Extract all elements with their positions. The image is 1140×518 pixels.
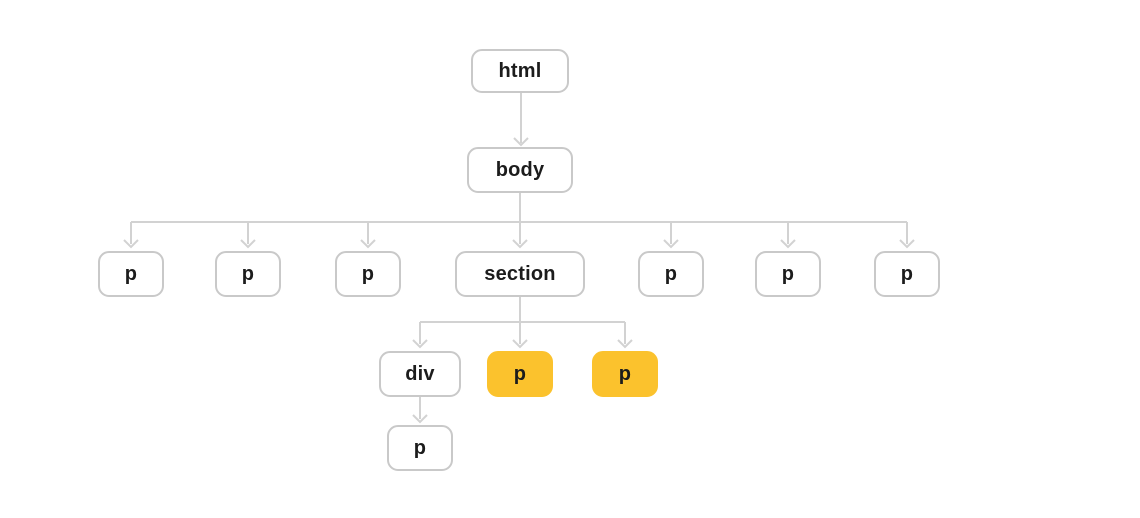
- node-p-highlighted-1: p: [487, 351, 553, 397]
- arrowhead: [513, 137, 529, 147]
- node-p-1: p: [98, 251, 164, 297]
- node-p-2: p: [215, 251, 281, 297]
- node-p-6: p: [874, 251, 940, 297]
- node-p-in-div: p: [387, 425, 453, 471]
- arrowhead: [412, 339, 428, 349]
- arrowhead: [899, 239, 915, 249]
- arrowhead: [512, 239, 528, 249]
- node-p-highlighted-2: p: [592, 351, 658, 397]
- node-section: section: [455, 251, 585, 297]
- arrowhead: [663, 239, 679, 249]
- arrowhead: [240, 239, 256, 249]
- arrowhead: [780, 239, 796, 249]
- arrowhead: [512, 339, 528, 349]
- node-p-4: p: [638, 251, 704, 297]
- node-div: div: [379, 351, 461, 397]
- node-html: html: [471, 49, 569, 93]
- arrowhead: [123, 239, 139, 249]
- node-p-3: p: [335, 251, 401, 297]
- arrowhead: [360, 239, 376, 249]
- node-body: body: [467, 147, 573, 193]
- arrowhead: [617, 339, 633, 349]
- node-p-5: p: [755, 251, 821, 297]
- arrowhead: [412, 414, 428, 424]
